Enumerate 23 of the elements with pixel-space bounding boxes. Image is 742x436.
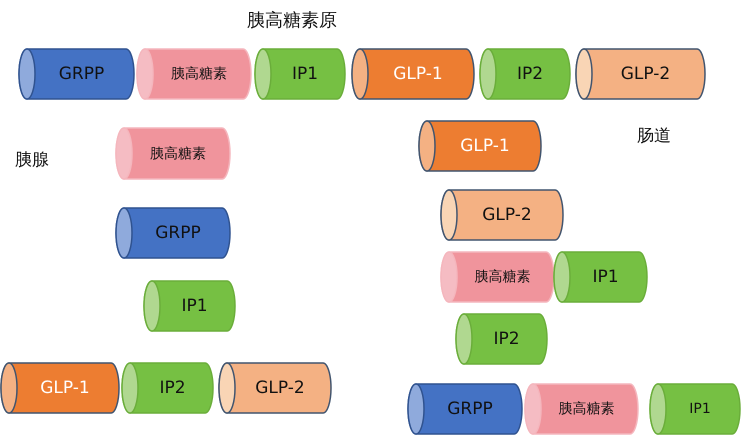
segment-label: GLP-1 — [460, 136, 510, 156]
segment-label: IP2 — [493, 329, 520, 349]
segment-label: IP2 — [516, 64, 544, 84]
segment-label: GLP-2 — [255, 378, 305, 398]
segment-label: IP1 — [181, 296, 208, 316]
segment-label: GRPP — [447, 399, 493, 419]
segment-label: GLP-2 — [620, 64, 670, 84]
segment-label: 胰高糖素 — [474, 268, 530, 286]
region-label: 肠道 — [637, 125, 671, 147]
segment-label: IP2 — [159, 378, 186, 398]
segment-label: GLP-1 — [393, 64, 443, 84]
segment-label: GLP-2 — [482, 205, 532, 225]
segment-label: GLP-1 — [40, 378, 90, 398]
segment-label: GRPP — [58, 64, 104, 84]
segment-label: 胰高糖素 — [171, 65, 227, 83]
segment-label: GRPP — [155, 223, 201, 243]
segment-label: 胰高糖素 — [558, 400, 614, 418]
diagram-title: 胰高糖素原 — [247, 9, 337, 32]
segment-label: IP1 — [292, 64, 318, 84]
segment-label: 胰高糖素 — [150, 144, 206, 162]
segment-label: IP1 — [689, 401, 711, 417]
segment-label: IP1 — [592, 267, 619, 287]
region-label: 胰腺 — [15, 149, 49, 171]
